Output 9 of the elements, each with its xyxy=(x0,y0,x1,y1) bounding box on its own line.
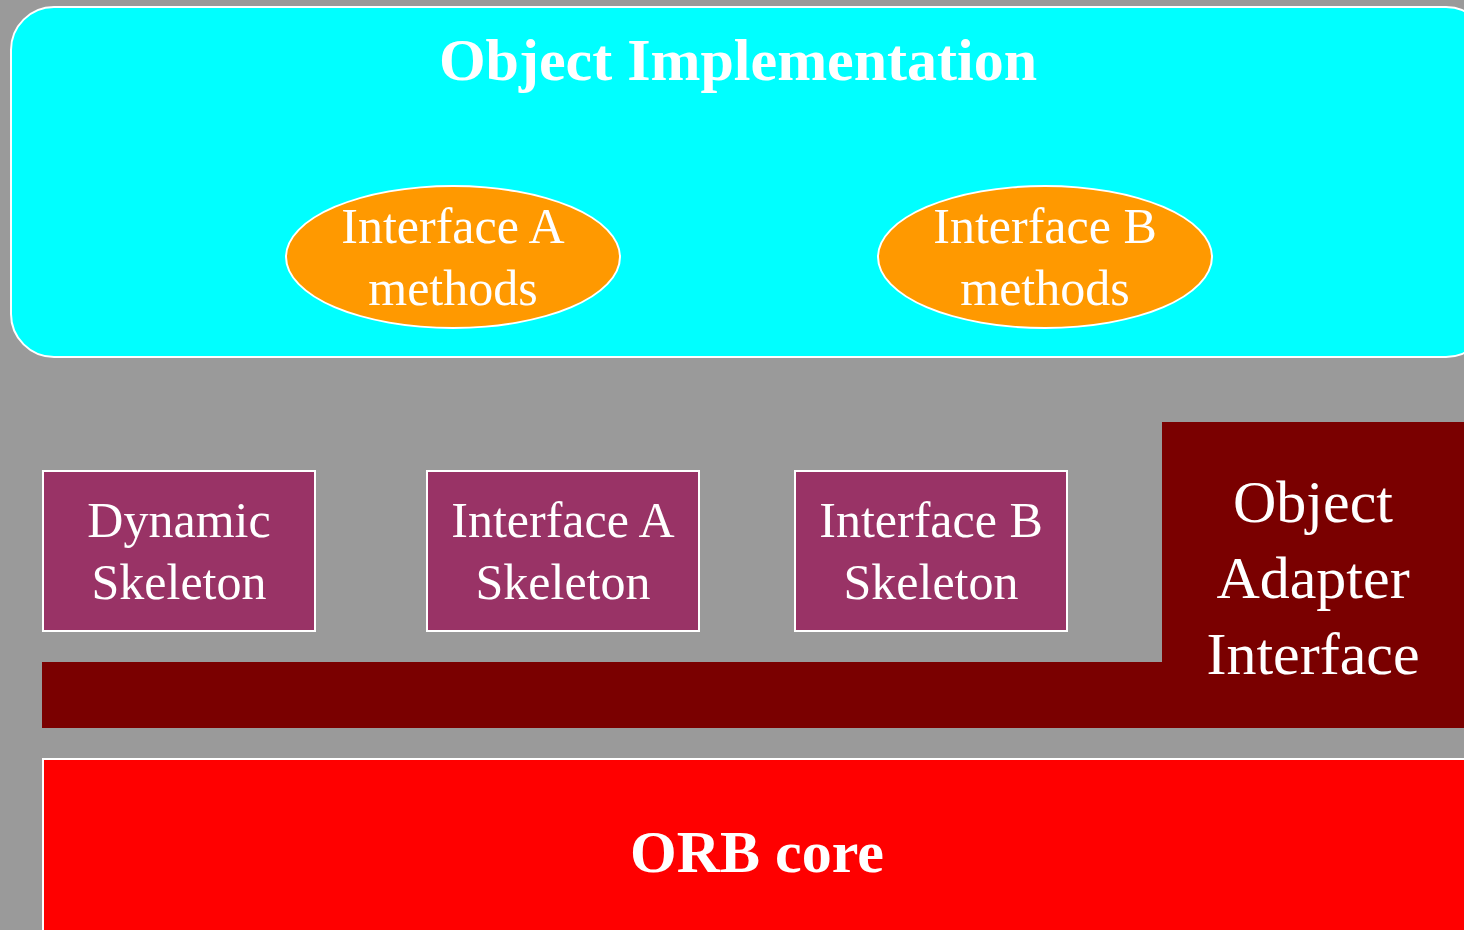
layer-panel xyxy=(10,6,1464,358)
skeleton-box: Dynamic Skeleton xyxy=(42,470,316,632)
skeleton-box: Interface A Skeleton xyxy=(426,470,700,632)
method-ellipse: Interface A methods xyxy=(285,185,621,329)
skeleton-box: Interface B Skeleton xyxy=(794,470,1068,632)
method-ellipse: Interface B methods xyxy=(877,185,1213,329)
adapter-label: Object Adapter Interface xyxy=(1205,468,1421,690)
panel-title: Object Implementation xyxy=(437,26,1039,95)
core-band: ORB core xyxy=(42,758,1464,930)
